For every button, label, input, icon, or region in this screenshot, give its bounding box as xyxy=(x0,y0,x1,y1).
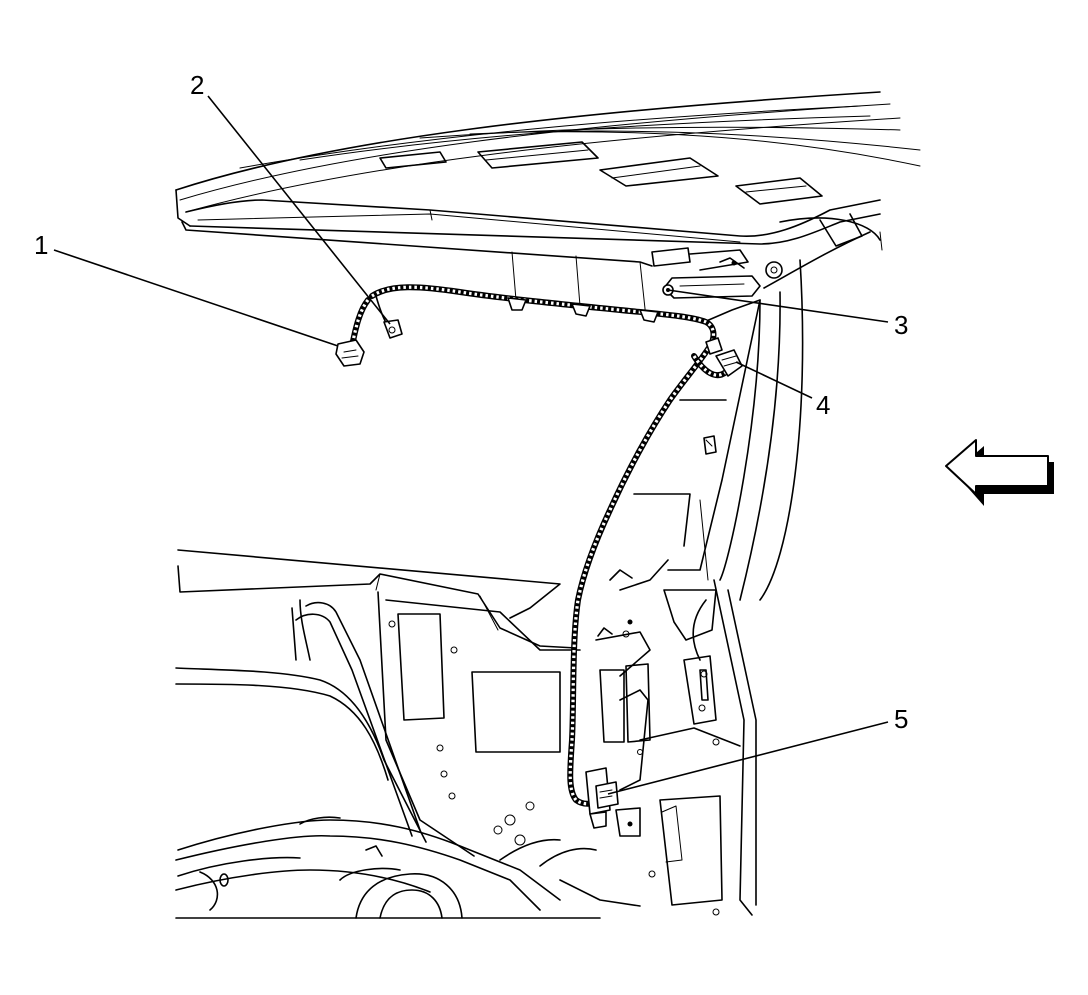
callout-3: 3 xyxy=(894,310,908,340)
connector-4 xyxy=(705,337,743,377)
leader-lines xyxy=(53,95,889,795)
quarter-panel xyxy=(177,549,720,916)
callout-1: 1 xyxy=(34,230,48,260)
wheel-well xyxy=(175,599,641,919)
wiring-harness xyxy=(349,284,729,807)
connector-2 xyxy=(375,295,403,339)
connector-1 xyxy=(335,339,365,367)
arrow-left-icon xyxy=(945,439,1054,506)
callout-2: 2 xyxy=(190,70,204,100)
pillar-fasteners xyxy=(597,569,633,637)
connector-5 xyxy=(585,767,641,837)
callout-5: 5 xyxy=(894,704,908,734)
rear-pillar xyxy=(595,231,883,916)
callout-4: 4 xyxy=(816,390,830,420)
side-rail xyxy=(181,221,783,319)
roof-outline xyxy=(175,91,921,247)
